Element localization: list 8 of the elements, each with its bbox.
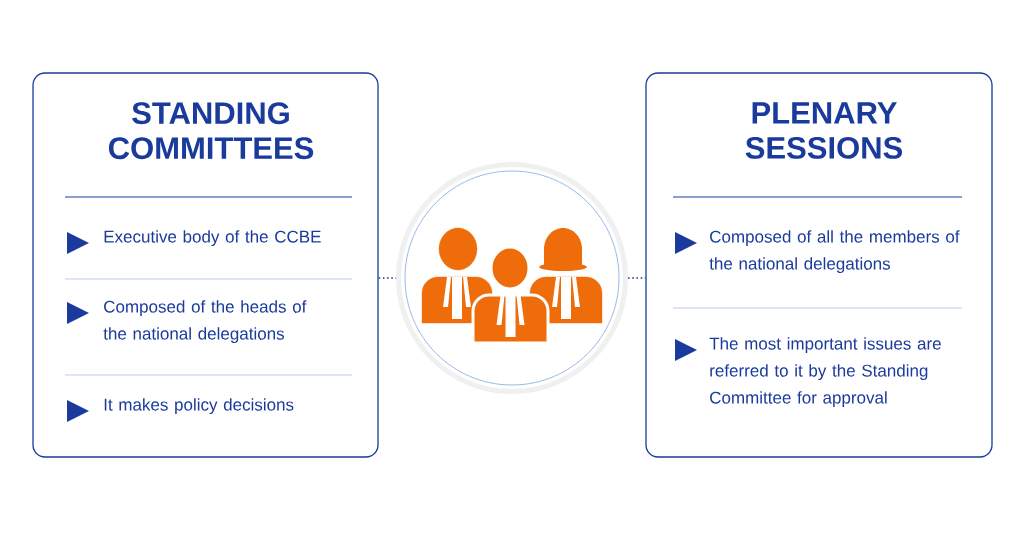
bullet-text: The most important issues are referred to it by the Standing Committee for approval [709, 337, 941, 408]
card-heading: PLENARY SESSIONS [745, 102, 903, 159]
bullet-text: Executive body of the CCBE [104, 230, 321, 247]
connector-line [377, 277, 397, 279]
bullet-text: It makes policy decisions [104, 398, 294, 415]
card-heading: STANDING COMMITTEES [108, 102, 314, 160]
bullet-text: Composed of the heads of the national delegations [103, 300, 307, 344]
bullet-text: Composed of all the members of the national delegations [709, 230, 960, 274]
